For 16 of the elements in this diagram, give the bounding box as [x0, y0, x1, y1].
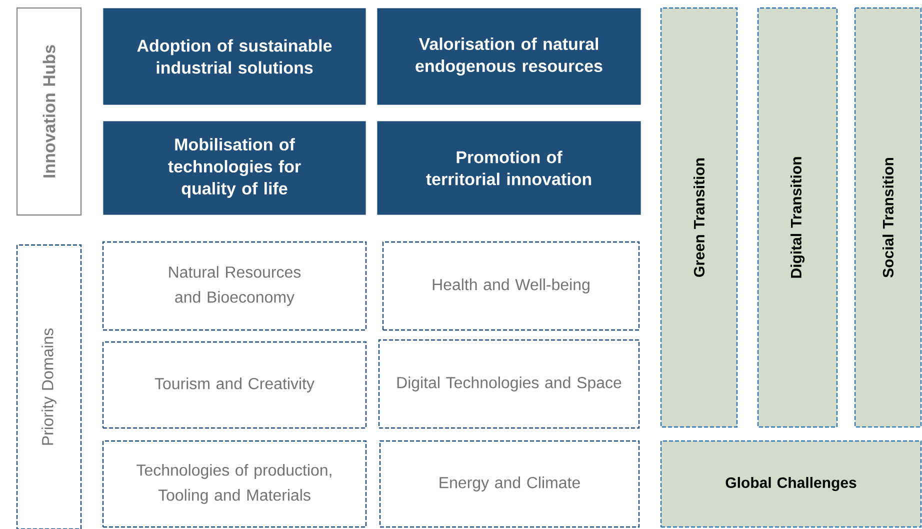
challenge-box: Global Challenges — [660, 440, 922, 528]
hub-box: Valorisation of natural endogenous resources — [376, 8, 642, 106]
domain-box: Health and Well-being — [382, 241, 640, 331]
domain-box: Technologies of production, Tooling and Materials — [102, 440, 367, 528]
hub-box: Adoption of sustainable industrial solutions — [102, 8, 366, 106]
hub-box: Mobilisation of technologies for quality of life — [102, 120, 366, 216]
transition-band: Social Transition — [854, 7, 922, 428]
hub-box: Promotion of territorial innovation — [376, 120, 642, 216]
transition-band: Digital Transition — [757, 7, 838, 428]
side-label-box: Priority Domains — [16, 244, 82, 529]
domain-box: Digital Technologies and Space — [378, 339, 640, 429]
domain-box: Natural Resources and Bioeconomy — [102, 241, 367, 331]
domain-box: Energy and Climate — [379, 440, 640, 528]
transition-band: Green Transition — [660, 7, 738, 428]
side-label-box: Innovation Hubs — [16, 7, 82, 216]
domain-box: Tourism and Creativity — [102, 341, 367, 429]
